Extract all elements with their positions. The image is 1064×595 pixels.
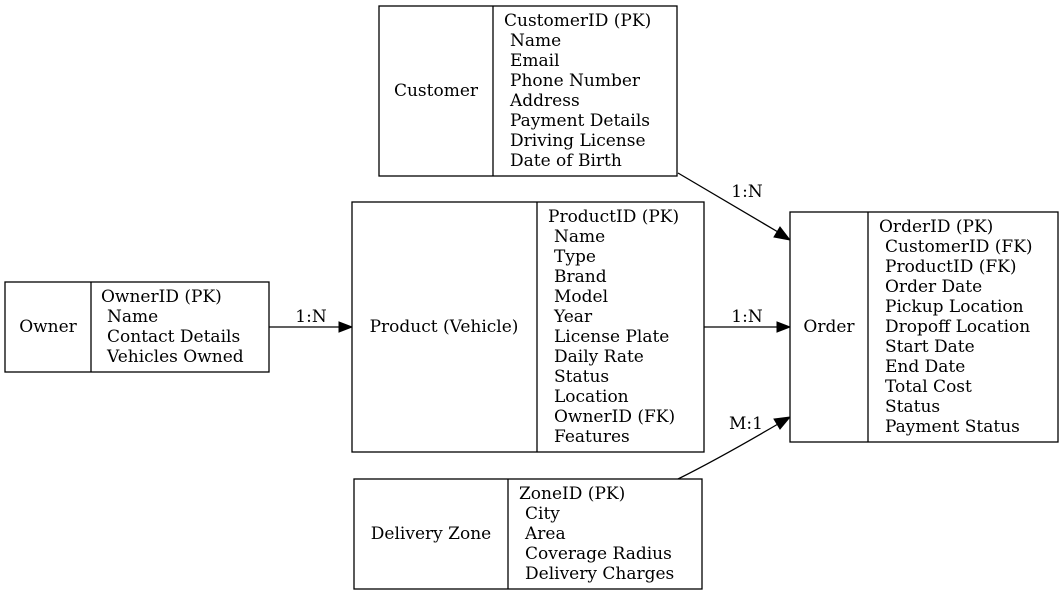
entity-name: Order (803, 317, 855, 337)
field: ProductID (FK) (885, 257, 1017, 277)
field: Start Date (885, 337, 975, 357)
field: Area (524, 524, 566, 544)
entity-name: Delivery Zone (371, 524, 491, 544)
field: Status (554, 367, 609, 387)
field: Driving License (510, 131, 646, 151)
field: Vehicles Owned (106, 347, 244, 367)
field: Year (553, 307, 593, 327)
field: End Date (885, 357, 965, 377)
entity-product: Product (Vehicle) ProductID (PK) Name Ty… (351, 201, 705, 453)
entity-customer: Customer CustomerID (PK) Name Email Phon… (378, 5, 678, 177)
field: OwnerID (PK) (101, 287, 222, 307)
field: Order Date (885, 277, 982, 297)
field: Daily Rate (554, 347, 644, 367)
field: ProductID (PK) (548, 207, 679, 227)
relationship-label: 1:N (731, 182, 763, 202)
field: Total Cost (885, 377, 972, 397)
field: Brand (554, 267, 607, 287)
field: Delivery Charges (525, 564, 674, 584)
field: Status (885, 397, 940, 417)
relationship-label: M:1 (729, 414, 763, 434)
field: Payment Details (510, 111, 650, 131)
field: Name (107, 307, 158, 327)
field: License Plate (554, 327, 669, 347)
field: Address (509, 91, 580, 111)
field: Features (554, 427, 630, 447)
field: Model (554, 287, 608, 307)
field: OwnerID (FK) (554, 407, 675, 427)
relationship-product-order: 1:N (704, 307, 792, 333)
field: OrderID (PK) (879, 217, 993, 237)
relationship-zone-order: M:1 (677, 414, 792, 480)
field: Email (510, 51, 560, 71)
field: Pickup Location (885, 297, 1024, 317)
entity-owner: Owner OwnerID (PK) Name Contact Details … (4, 281, 270, 373)
field: Contact Details (107, 327, 240, 347)
field: Coverage Radius (525, 544, 672, 564)
entity-name: Product (Vehicle) (370, 317, 519, 337)
relationship-label: 1:N (295, 307, 327, 327)
field: Phone Number (510, 71, 641, 91)
entity-name: Customer (394, 81, 479, 101)
entity-name: Owner (19, 317, 77, 337)
field: Name (510, 31, 561, 51)
field: CustomerID (FK) (885, 237, 1033, 257)
field: Location (554, 387, 629, 407)
field: ZoneID (PK) (519, 484, 625, 504)
relationship-customer-order: 1:N (677, 172, 792, 241)
field: Dropoff Location (885, 317, 1030, 337)
relationship-label: 1:N (731, 307, 763, 327)
relationship-owner-product: 1:N (269, 307, 354, 333)
field: Payment Status (885, 417, 1020, 437)
field: City (525, 504, 560, 524)
field: Name (554, 227, 605, 247)
entity-order: Order OrderID (PK) CustomerID (FK) Produ… (789, 211, 1059, 443)
field: CustomerID (PK) (504, 11, 651, 31)
entity-delivery-zone: Delivery Zone ZoneID (PK) City Area Cove… (353, 478, 703, 590)
field: Date of Birth (510, 151, 622, 171)
field: Type (554, 247, 596, 267)
